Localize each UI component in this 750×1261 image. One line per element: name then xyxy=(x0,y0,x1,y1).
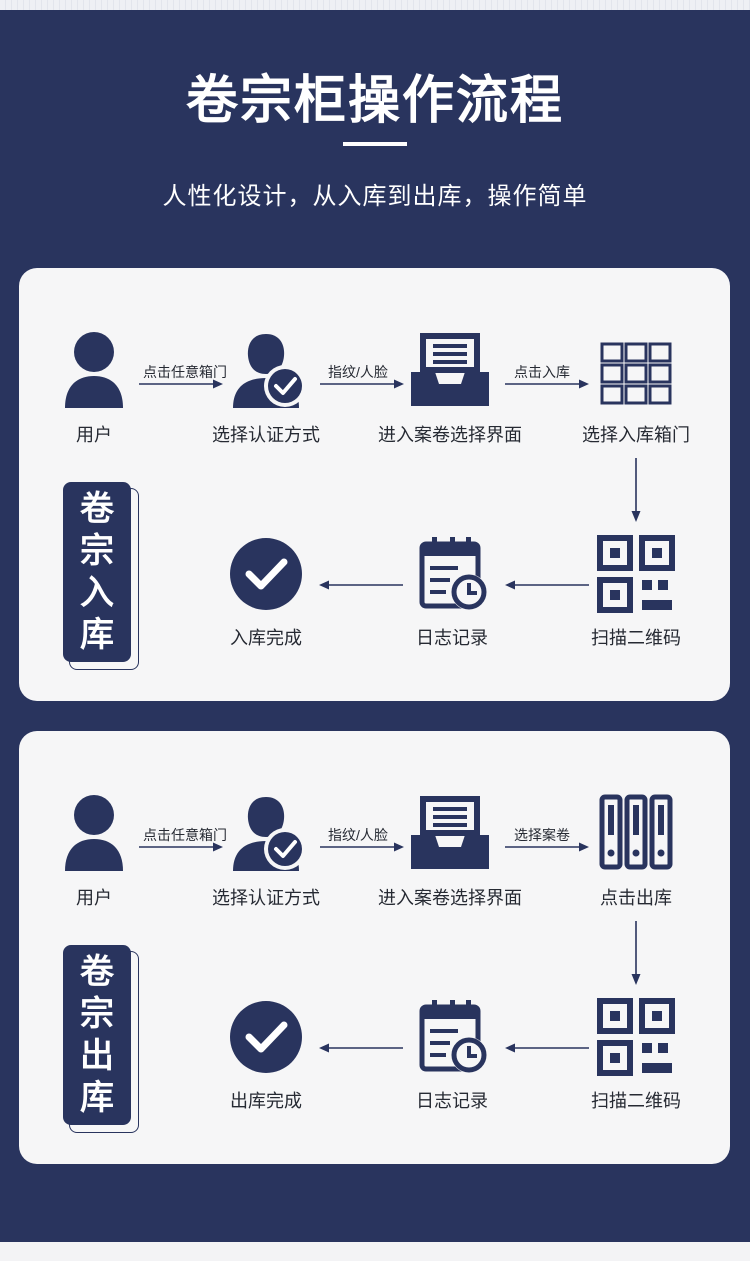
step-label: 进入案卷选择界面 xyxy=(378,888,522,908)
step-label: 进入案卷选择界面 xyxy=(378,425,522,445)
step-label: 入库完成 xyxy=(230,628,302,648)
step-label: 选择认证方式 xyxy=(212,888,320,908)
binders-icon xyxy=(561,793,711,873)
inbox-tray-icon xyxy=(375,793,525,873)
arrow-down-icon xyxy=(631,921,641,985)
arrow-label: 点击入库 xyxy=(514,364,570,380)
check-circle-icon xyxy=(191,997,341,1077)
arrow-label: 指纹/人脸 xyxy=(328,364,388,380)
tab-char: 宗 xyxy=(80,532,114,570)
user-icon xyxy=(19,793,169,873)
step-label: 日志记录 xyxy=(416,1091,488,1111)
arrow-right-icon xyxy=(139,842,223,852)
storage-out-tab: 卷 宗 出 库 xyxy=(63,945,131,1125)
arrow-right-icon xyxy=(320,842,404,852)
calendar-clock-icon xyxy=(377,997,527,1077)
arrow-label: 选择案卷 xyxy=(514,827,570,843)
step-label: 用户 xyxy=(76,425,112,445)
arrow-right-icon xyxy=(505,842,589,852)
tab-char: 卷 xyxy=(80,953,114,991)
page-title: 卷宗柜操作流程 xyxy=(185,72,564,130)
arrow-left-icon xyxy=(319,1043,403,1053)
step-label: 扫描二维码 xyxy=(591,628,681,648)
arrow-label: 点击任意箱门 xyxy=(143,364,227,380)
user-check-icon xyxy=(191,793,341,873)
step-label: 日志记录 xyxy=(416,628,488,648)
arrow-left-icon xyxy=(505,580,589,590)
locker-grid-icon xyxy=(561,330,711,410)
step-label: 选择认证方式 xyxy=(212,425,320,445)
arrow-right-icon xyxy=(505,379,589,389)
qr-code-icon xyxy=(561,997,711,1077)
user-icon xyxy=(19,330,169,410)
arrow-left-icon xyxy=(505,1043,589,1053)
user-check-icon xyxy=(191,330,341,410)
arrow-label: 指纹/人脸 xyxy=(328,827,388,843)
arrow-right-icon xyxy=(139,379,223,389)
step-label: 选择入库箱门 xyxy=(582,425,690,445)
top-strip xyxy=(0,0,750,10)
tab-char: 入 xyxy=(80,574,114,612)
tab-char: 库 xyxy=(80,616,114,654)
step-label: 扫描二维码 xyxy=(591,1091,681,1111)
calendar-clock-icon xyxy=(377,534,527,614)
qr-code-icon xyxy=(561,534,711,614)
page-subtitle: 人性化设计，从入库到出库，操作简单 xyxy=(162,183,588,210)
tab-char: 出 xyxy=(80,1037,114,1075)
tab-char: 库 xyxy=(80,1079,114,1117)
arrow-down-icon xyxy=(631,458,641,522)
arrow-right-icon xyxy=(320,379,404,389)
title-divider xyxy=(343,142,407,146)
inbox-tray-icon xyxy=(375,330,525,410)
step-label: 点击出库 xyxy=(600,888,672,908)
step-label: 用户 xyxy=(76,888,112,908)
storage-in-tab: 卷 宗 入 库 xyxy=(63,482,131,662)
bottom-strip xyxy=(0,1242,750,1261)
step-label: 出库完成 xyxy=(230,1091,302,1111)
tab-char: 宗 xyxy=(80,995,114,1033)
storage-out-card: 用户 点击任意箱门 选择认证方式 指纹/人脸 xyxy=(19,731,730,1164)
storage-in-card: 用户 点击任意箱门 选择认证方式 指纹/人脸 xyxy=(19,268,730,701)
arrow-label: 点击任意箱门 xyxy=(143,827,227,843)
check-circle-icon xyxy=(191,534,341,614)
arrow-left-icon xyxy=(319,580,403,590)
tab-char: 卷 xyxy=(80,490,114,528)
